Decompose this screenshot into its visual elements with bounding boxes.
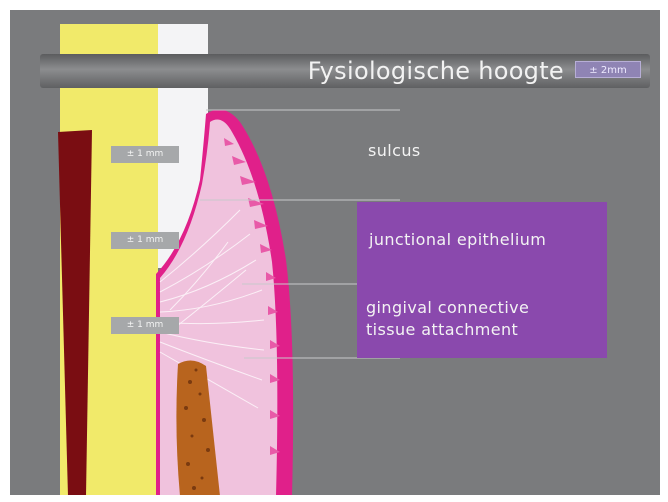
title-badge: ± 2mm (575, 61, 641, 78)
label-gingival-line1: gingival connective (366, 297, 529, 319)
label-sulcus: sulcus (368, 140, 421, 162)
label-gingival-line2: tissue attachment (366, 319, 529, 341)
slide: Fysiologische hoogte ± 2mm ± 1 mm ± 1 mm… (10, 10, 660, 495)
label-junctional-epithelium: junctional epithelium (369, 229, 546, 251)
measurement-sulcus: ± 1 mm (111, 146, 179, 163)
measurement-junctional: ± 1 mm (111, 232, 179, 249)
label-gingival-connective-tissue: gingival connective tissue attachment (366, 297, 529, 341)
slide-title: Fysiologische hoogte (308, 57, 564, 85)
measurement-connective: ± 1 mm (111, 317, 179, 334)
